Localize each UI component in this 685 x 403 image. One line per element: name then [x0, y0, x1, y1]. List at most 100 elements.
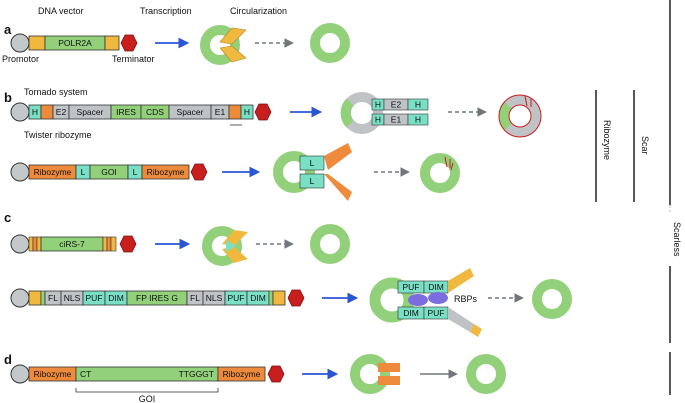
scar-line-1: [524, 95, 528, 107]
loop-top-h1-label: H: [375, 100, 381, 110]
transcription-label: Transcription: [140, 6, 192, 16]
terminator-label: Terminator: [112, 54, 155, 64]
cirs7-label: ciRS-7: [59, 239, 85, 249]
d-ribozyme-right: [217, 366, 266, 382]
puf-flank-right: [272, 290, 286, 306]
twister-linker-top: [299, 155, 325, 171]
cirs7-arm-bottom: [222, 247, 248, 263]
circrna-c1: [310, 224, 350, 264]
tornado-circrna-green-arc: [498, 101, 512, 131]
ribozyme-arm-top: [324, 143, 352, 170]
yellow-flank-right: [104, 35, 120, 51]
flank-arm-bottom: [219, 45, 247, 63]
seg-puf-1-label: PUF: [86, 293, 103, 303]
scarless-arm-bottom: [378, 376, 400, 385]
polr2a-label: POLR2A: [58, 38, 92, 48]
tornado-label: Tornado system: [24, 87, 88, 97]
loop-bottom-h2-label: H: [415, 115, 421, 125]
panel-label-d: d: [4, 352, 12, 367]
circrna-a: [310, 23, 350, 63]
promotor-icon: [10, 33, 30, 53]
promotor-label: Promotor: [2, 54, 39, 64]
terminator-icon-c2: [287, 289, 305, 307]
segment-spacer-2-label: Spacer: [177, 107, 204, 117]
d-ribozyme-left-label: Ribozyme: [34, 369, 72, 379]
terminator-icon-b1: [254, 103, 272, 121]
loop-bottom-h1-label: H: [375, 115, 381, 125]
puf-flank-left: [28, 290, 42, 306]
cirs7-construct: ciRS-7: [28, 236, 117, 252]
twister-circrna: [420, 153, 460, 193]
linker-left-label: L: [81, 167, 86, 177]
rbp-icon-2: [428, 292, 448, 304]
panel-b: b Tornado system Twister ribozyme H E2 S…: [4, 87, 542, 201]
puf-complex: PUF DIM DIM PUF: [369, 268, 482, 337]
segment-ires-label: IRES: [116, 107, 136, 117]
cirs7-flank-1: [28, 236, 34, 252]
cirs7-flank-2: [32, 236, 38, 252]
puf-exon-left: [40, 290, 46, 306]
panel-label-b: b: [4, 90, 12, 105]
panel-label-a: a: [4, 22, 12, 37]
cirs7-loop: [202, 226, 248, 266]
seg-nls-2-label: NLS: [206, 293, 223, 303]
twister-linker-bottom-label: L: [310, 176, 315, 186]
linear-rna-loop-a: [200, 25, 240, 65]
twister-circrna-ring: [420, 153, 460, 193]
cirs7-flank-6: [110, 236, 117, 252]
rbps-label: RBPs: [454, 294, 478, 304]
complex-top-puf-label: PUF: [403, 282, 420, 292]
tornado-loop: H E2 H H E1 H: [340, 92, 429, 134]
twister-loop: L L: [273, 143, 352, 201]
seg-dim-1-label: DIM: [108, 293, 124, 303]
yellow-flank-left: [28, 35, 46, 51]
twister-label: Twister ribozyme: [24, 130, 92, 140]
goi-bracket: [75, 388, 219, 393]
ribozyme-side-label: Ribozyme: [602, 120, 612, 160]
circrna-c2: [532, 279, 572, 319]
promotor-icon-b1: [10, 102, 30, 122]
side-annotations: Ribozyme Scar Scarless: [595, 0, 682, 395]
complex-bottom-puf-label: PUF: [428, 308, 445, 318]
twister-linker-top-label: L: [310, 158, 315, 168]
dna-vector-label: DNA vector: [38, 6, 84, 16]
ribozyme-arm-bottom: [324, 174, 352, 201]
complex-bottom-dim-label: DIM: [403, 308, 419, 318]
tornado-loop-green-arc: [340, 98, 354, 128]
promotor-icon-b2: [10, 162, 30, 182]
panel-d: d Ribozyme CT TTGGGT Ribozyme GOI: [4, 352, 506, 403]
segment-e2-label: E2: [56, 107, 67, 117]
goi-label-d: GOI: [139, 394, 156, 403]
panel-c: c ciRS-7 FL NLS: [4, 210, 572, 337]
promotor-icon-d: [10, 364, 30, 384]
d-ribozyme-right-label: Ribozyme: [223, 369, 261, 379]
scarless-loop-ring: [350, 354, 390, 394]
promotor-icon-c2: [10, 288, 30, 308]
terminator-icon-c1: [119, 235, 137, 253]
twister-construct: Ribozyme L GOI L Ribozyme: [28, 164, 190, 180]
terminator-icon-d: [267, 365, 285, 383]
twister-loop-ring: [273, 151, 315, 193]
segment-e1-label: E1: [215, 107, 226, 117]
d-ttgggt-label: TTGGGT: [179, 369, 214, 379]
loop-bottom-e1-label: E1: [391, 115, 402, 125]
terminator-icon-b2: [190, 163, 208, 181]
segment-h-right-label: H: [244, 107, 250, 117]
twister-linker-bottom: [299, 173, 325, 189]
complex-arm-top: [448, 268, 474, 293]
ribozyme-left-label: Ribozyme: [34, 167, 72, 177]
tornado-construct: H E2 Spacer IRES CDS Spacer E1 H: [28, 104, 254, 126]
loop-top-e2-label: E2: [391, 100, 402, 110]
scar-outline-inner: [508, 104, 532, 128]
cirs7-flank-5: [106, 236, 112, 252]
loop-top-h2-label: H: [415, 100, 421, 110]
scarless-arm-top: [378, 363, 400, 372]
scarless-loop: [350, 354, 400, 394]
scarless-construct: Ribozyme CT TTGGGT Ribozyme: [28, 366, 266, 382]
segment-ribozyme-left: [40, 104, 54, 120]
panel-label-c: c: [4, 210, 11, 225]
panel-a: a DNA vector Transcription Circularizati…: [2, 6, 350, 65]
twister-scar-line-3: [450, 162, 454, 171]
seg-dim-2-label: DIM: [250, 293, 266, 303]
